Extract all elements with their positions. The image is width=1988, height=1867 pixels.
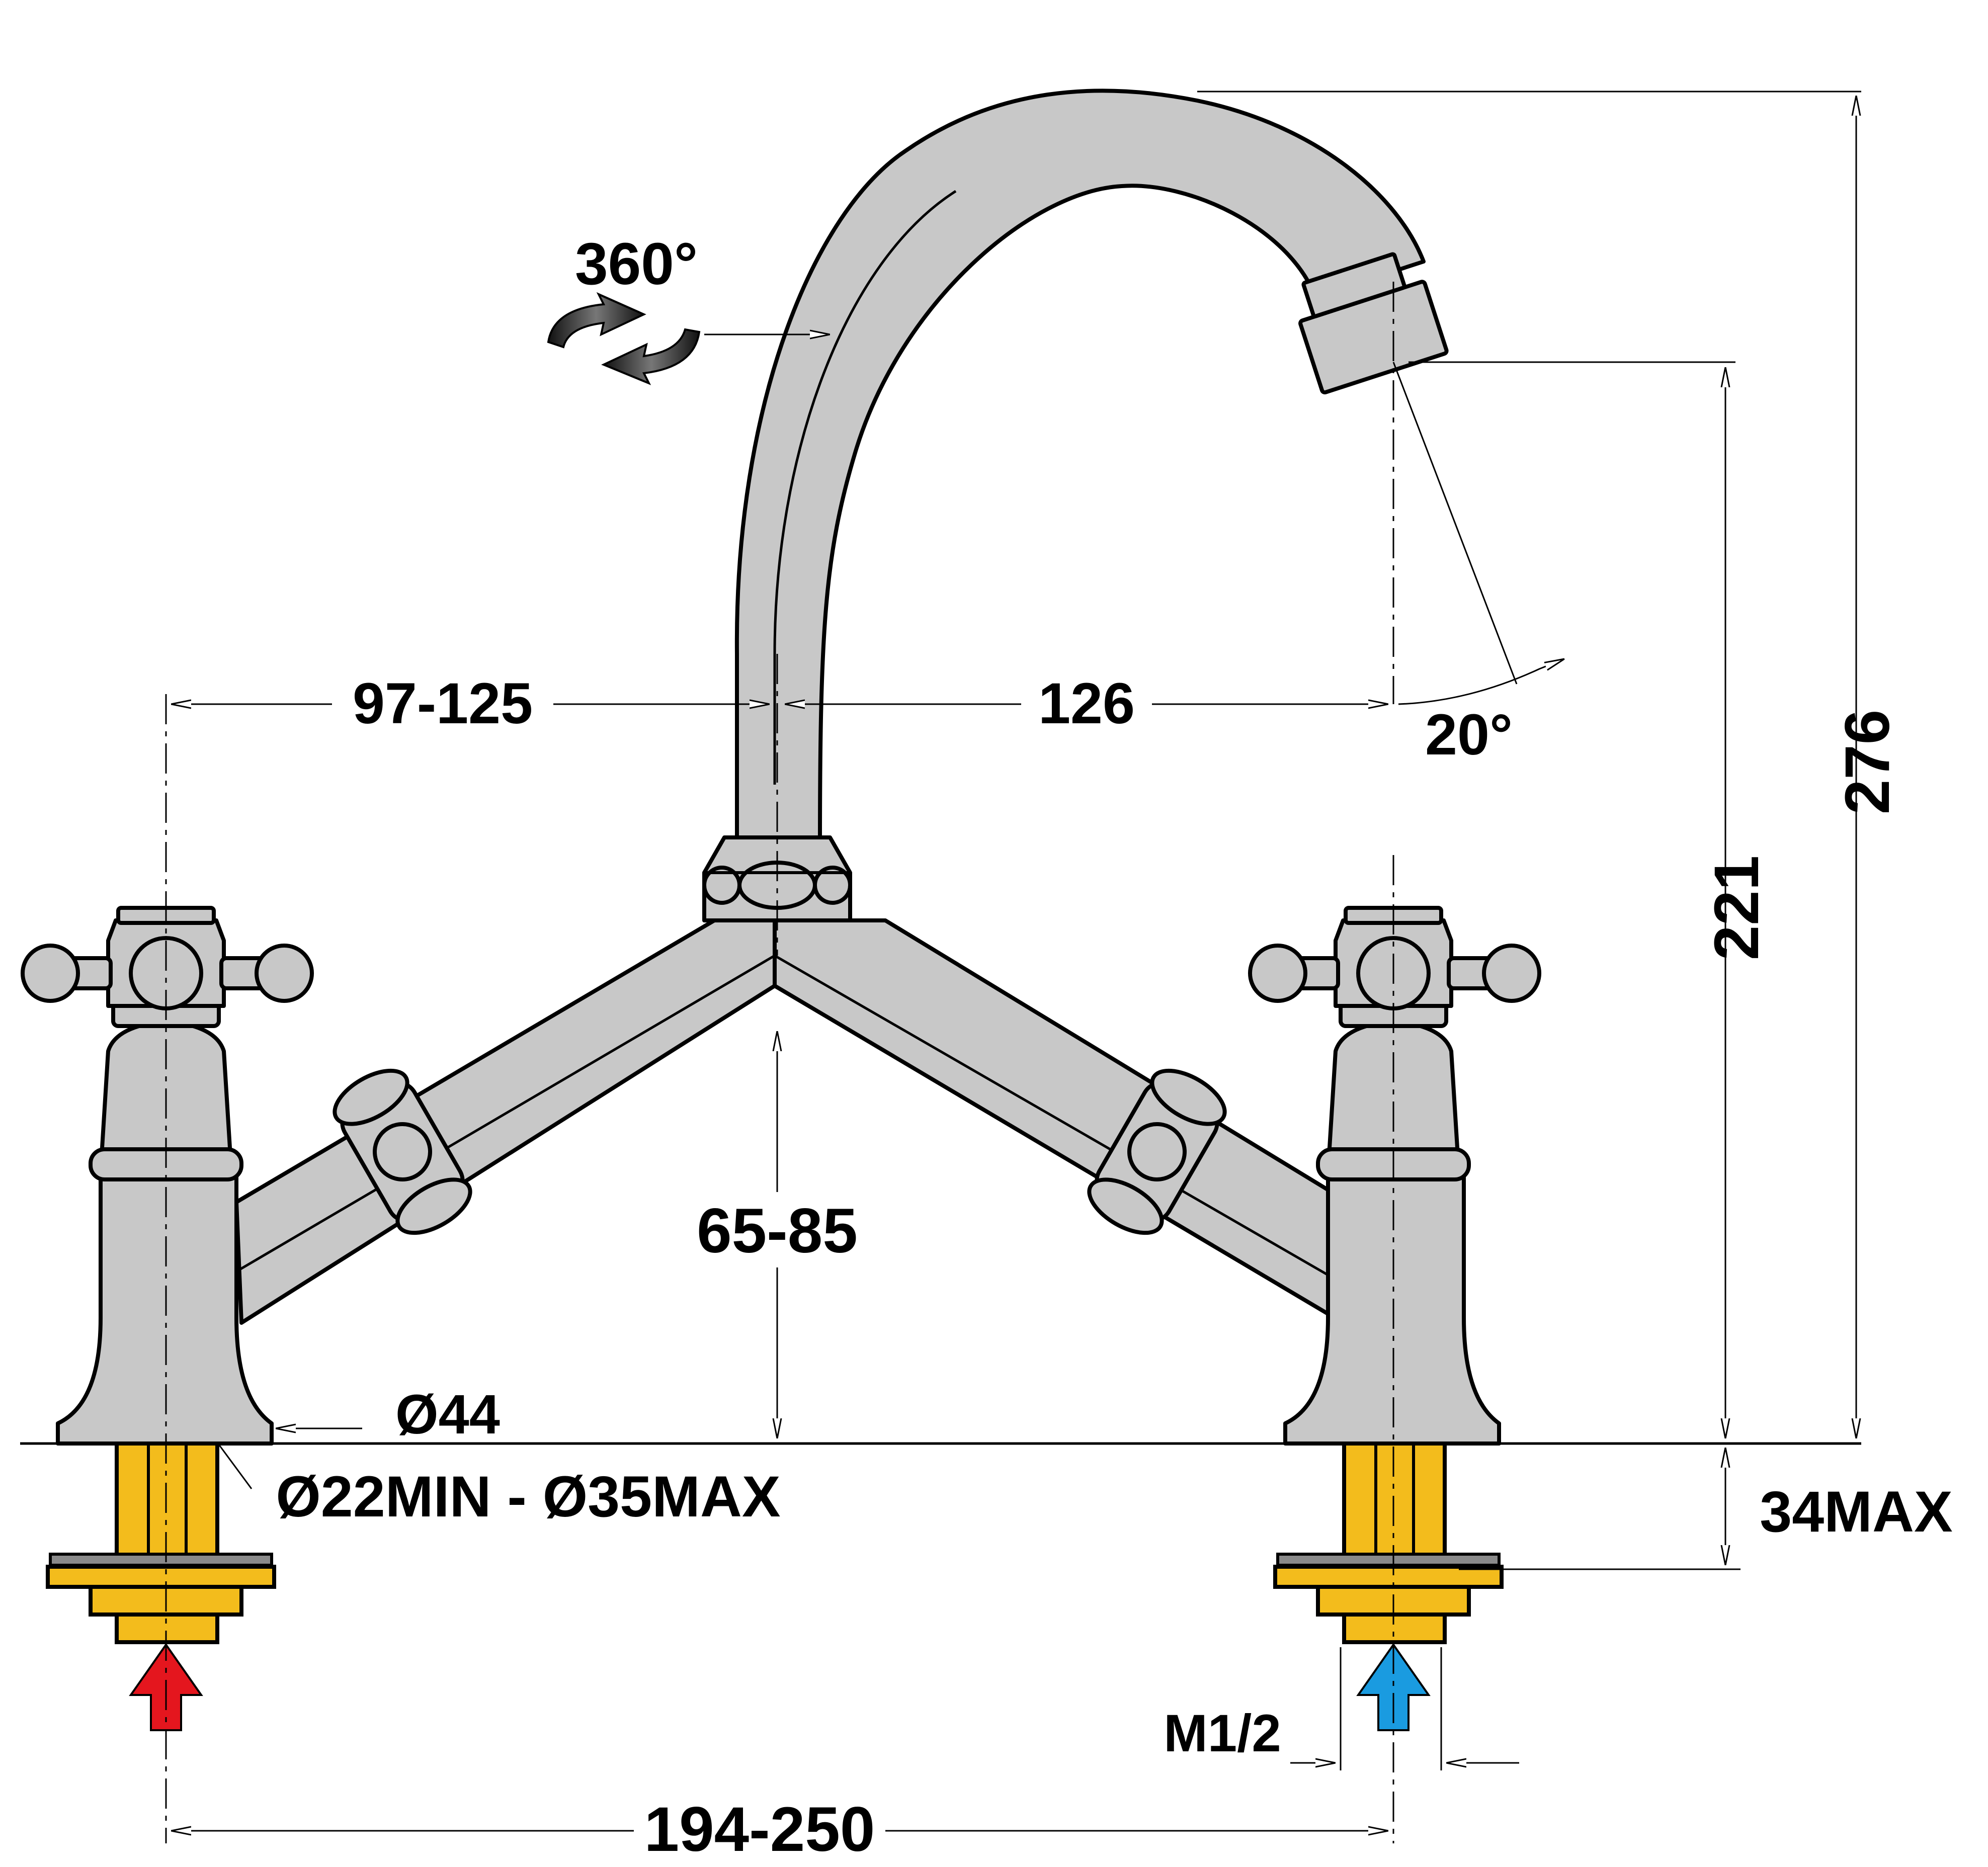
base-diameter-label: Ø44 (395, 1384, 500, 1446)
thread-label: M1/2 (1164, 1704, 1281, 1763)
center-lines (165, 282, 1394, 1843)
total-height-label: 276 (1833, 710, 1902, 815)
centres-label: 194-250 (644, 1795, 875, 1864)
left-pillar-valve (56, 999, 274, 1446)
aerator (1298, 252, 1449, 395)
max-deck-thickness-label: 34MAX (1760, 1480, 1952, 1544)
right-arm-coupling (1087, 1068, 1227, 1235)
right-brass-tail (1273, 1441, 1504, 1644)
spout-inner-line (773, 190, 957, 785)
hole-diameter-label: Ø22MIN - Ø35MAX (276, 1465, 780, 1529)
dimension-lines (171, 91, 1861, 1831)
spout (734, 89, 1426, 847)
left-cross-handle[interactable] (21, 906, 314, 1010)
spout-angle-label: 20° (1425, 703, 1513, 767)
left-reach-label: 97-125 (353, 671, 533, 736)
mixer-tap (21, 89, 1541, 1731)
right-cross-handle[interactable] (1248, 906, 1541, 1010)
outlet-height-label: 221 (1702, 856, 1772, 961)
left-arm-coupling (333, 1068, 472, 1235)
rotate-arrows-icon (547, 292, 701, 385)
spout-reach-label: 126 (1038, 671, 1135, 736)
dimension-labels: 360° 97-125 126 20° 65-85 Ø44 Ø22MIN - Ø… (276, 231, 1953, 1866)
bridge-height-label: 65-85 (697, 1196, 858, 1266)
rotation-label: 360° (575, 231, 698, 297)
spout-hub (702, 835, 852, 922)
